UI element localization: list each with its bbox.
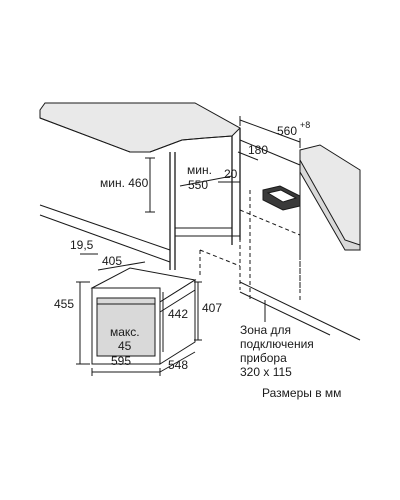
dim-niche-width-label: мин. — [187, 163, 212, 177]
dim-top-gap: 20 — [224, 167, 238, 181]
dim-handle-gap-label: макс. — [110, 325, 140, 339]
connection-zone-top — [266, 189, 298, 203]
dim-countertop-tolerance: +8 — [300, 120, 310, 130]
dim-niche-width-value: 550 — [188, 178, 208, 192]
dim-handle-gap-value: 45 — [118, 339, 132, 353]
dim-oven-depth: 548 — [168, 358, 188, 372]
dim-niche-height: мин. 460 — [100, 176, 149, 190]
dim-180-line — [237, 151, 259, 161]
dim-405-line — [97, 261, 146, 271]
dim-oven-width: 595 — [111, 354, 131, 368]
countertop-left — [39, 102, 241, 153]
back-wall-top — [239, 139, 301, 166]
niche-dashed-outline — [199, 209, 301, 300]
dim-548-line — [159, 351, 196, 373]
floor-line-2 — [39, 214, 171, 263]
connection-zone-line-1: Зона для — [240, 323, 291, 337]
dim-oven-height: 455 — [54, 297, 74, 311]
oven-door — [96, 297, 156, 357]
connection-zone-line-2: подключения — [240, 337, 314, 351]
dim-side-clearance: 180 — [248, 143, 268, 157]
units-note: Размеры в мм — [262, 386, 341, 400]
dim-oven-side-height: 407 — [202, 301, 222, 315]
dim-oven-panel-width: 405 — [102, 254, 122, 268]
dim-550-line — [179, 175, 233, 187]
connection-zone-line-4: 320 x 115 — [240, 365, 292, 379]
floor-line-right-2 — [239, 291, 331, 336]
floor-line-right — [239, 281, 361, 341]
connection-zone-line-3: прибора — [240, 351, 287, 365]
oven-panel — [159, 279, 196, 313]
dim-560-line — [239, 119, 301, 143]
dim-oven-body-height: 442 — [168, 307, 188, 321]
dim-countertop-depth: 560 — [277, 124, 297, 138]
dim-oven-offset: 19,5 — [70, 238, 94, 252]
countertop-front-edge — [39, 117, 233, 153]
floor-line-1 — [39, 204, 171, 251]
countertop-right — [299, 144, 361, 251]
